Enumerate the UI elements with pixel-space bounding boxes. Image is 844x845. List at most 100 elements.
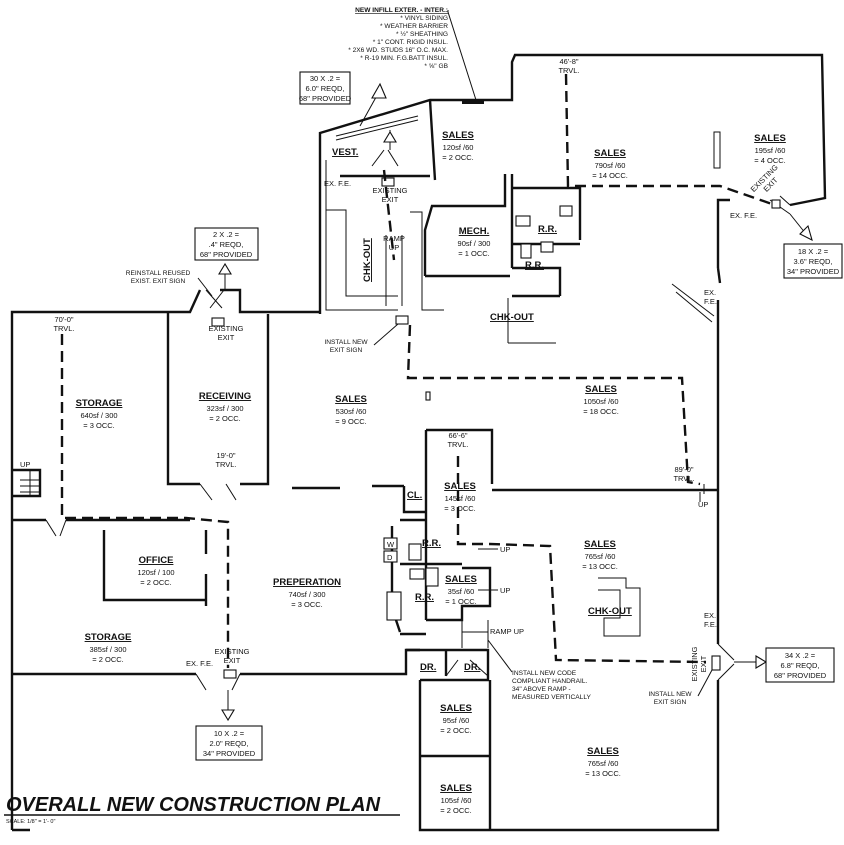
exit-capacity-box: 30 X .2 = 6.0" REQD, 68" PROVIDED: [299, 71, 352, 105]
svg-text:385sf / 300: 385sf / 300: [89, 645, 126, 654]
svg-text:* 1" CONT. RIGID INSUL.: * 1" CONT. RIGID INSUL.: [373, 39, 448, 46]
svg-text:35sf /60: 35sf /60: [448, 587, 475, 596]
room-label: SALES 145sf /60 = 3 OCC.: [444, 481, 476, 513]
svg-text:120sf /60: 120sf /60: [443, 143, 474, 152]
svg-text:EXIT: EXIT: [224, 656, 241, 665]
reinstall-sign-note: REINSTALL REUSED EXIST. EXIT SIGN: [126, 270, 191, 285]
svg-text:RECEIVING: RECEIVING: [199, 391, 251, 402]
svg-text:68" PROVIDED: 68" PROVIDED: [774, 671, 827, 680]
infill-construction-note: NEW INFILL EXTER. - INTER.: * VINYL SIDI…: [348, 7, 448, 70]
svg-text:323sf / 300: 323sf / 300: [206, 404, 243, 413]
svg-text:EX.: EX.: [704, 611, 716, 620]
egress-paths: [60, 73, 773, 668]
dryer-label: D: [387, 553, 393, 562]
svg-text:= 3 OCC.: = 3 OCC.: [83, 421, 114, 430]
room-label: CHK-OUT: [490, 312, 534, 323]
up-label: UP: [500, 545, 510, 554]
svg-text:STORAGE: STORAGE: [85, 632, 132, 643]
svg-text:19'-0": 19'-0": [216, 451, 235, 460]
svg-text:18 X .2 =: 18 X .2 =: [798, 247, 829, 256]
svg-text:10 X .2 =: 10 X .2 =: [214, 729, 245, 738]
svg-text:TRVL.: TRVL.: [673, 474, 694, 483]
svg-text:= 2 OCC.: = 2 OCC.: [140, 578, 171, 587]
room-label: MECH. 90sf / 300 = 1 OCC.: [458, 226, 491, 258]
room-label: CL.: [407, 490, 422, 501]
svg-text:90sf / 300: 90sf / 300: [458, 239, 491, 248]
svg-text:790sf /60: 790sf /60: [595, 161, 626, 170]
svg-text:* ½" SHEATHING: * ½" SHEATHING: [396, 30, 448, 38]
exit-capacity-box: 18 X .2 = 3.6" REQD, 34" PROVIDED: [783, 243, 843, 279]
svg-text:SALES: SALES: [587, 746, 619, 757]
room-label: R.R.: [415, 592, 434, 603]
svg-text:640sf / 300: 640sf / 300: [80, 411, 117, 420]
svg-text:* WEATHER BARRIER: * WEATHER BARRIER: [380, 23, 448, 30]
svg-text:COMPLIANT HANDRAIL.: COMPLIANT HANDRAIL.: [512, 678, 588, 685]
svg-text:EX.: EX.: [704, 288, 716, 297]
svg-text:= 3 OCC.: = 3 OCC.: [444, 504, 475, 513]
svg-text:= 2 OCC.: = 2 OCC.: [92, 655, 123, 664]
room-label: CHK-OUT: [588, 606, 632, 617]
svg-text:2 X .2 =: 2 X .2 =: [213, 230, 240, 239]
svg-text:TRVL.: TRVL.: [53, 324, 74, 333]
svg-text:= 13 OCC.: = 13 OCC.: [585, 769, 621, 778]
room-label: OFFICE 120sf / 100 = 2 OCC.: [137, 555, 174, 587]
exit-capacity-box: 10 X .2 = 2.0" REQD, 34" PROVIDED: [195, 725, 263, 761]
up-label: UP: [698, 500, 708, 509]
travel-label: 19'-0" TRVL.: [215, 451, 236, 469]
svg-text:34" PROVIDED: 34" PROVIDED: [787, 267, 840, 276]
svg-text:30 X .2 =: 30 X .2 =: [310, 74, 341, 83]
existing-exit-label: EXISTING EXIT: [208, 324, 243, 342]
svg-text:89'-0": 89'-0": [674, 465, 693, 474]
travel-distances: 46'-8" TRVL. 70'-0" TRVL. 19'-0" TRVL. 6…: [53, 57, 694, 483]
ramp-label: RAMP UP: [490, 627, 524, 636]
travel-label: 89'-0" TRVL.: [673, 465, 694, 483]
svg-text:SALES: SALES: [594, 148, 626, 159]
svg-text:= 13 OCC.: = 13 OCC.: [582, 562, 618, 571]
svg-text:SALES: SALES: [440, 703, 472, 714]
svg-text:34" PROVIDED: 34" PROVIDED: [203, 749, 256, 758]
exit-capacity-box: 2 X .2 = .4" REQD, 68" PROVIDED: [194, 227, 259, 261]
svg-text:REINSTALL REUSED: REINSTALL REUSED: [126, 270, 191, 277]
fire-extinguisher-label: EX. F.E.: [704, 611, 717, 629]
svg-text:3.6" REQD,: 3.6" REQD,: [794, 257, 833, 266]
svg-text:TRVL.: TRVL.: [215, 460, 236, 469]
new-exit-sign-note: INSTALL NEW EXIT SIGN: [324, 339, 368, 354]
room-label: SALES 530sf /60 = 9 OCC.: [335, 394, 367, 426]
svg-text:95sf /60: 95sf /60: [443, 716, 470, 725]
svg-text:SALES: SALES: [440, 783, 472, 794]
fire-extinguisher-label: EX. F.E.: [186, 659, 213, 668]
svg-text:OFFICE: OFFICE: [139, 555, 174, 566]
drawing-scale: SCALE: 1/8" = 1'- 0": [6, 819, 55, 825]
svg-text:66'-6": 66'-6": [448, 431, 467, 440]
svg-text:145sf /60: 145sf /60: [445, 494, 476, 503]
room-label: SALES 790sf /60 = 14 OCC.: [592, 148, 628, 180]
svg-text:* ⅝" GB: * ⅝" GB: [424, 63, 448, 70]
svg-text:= 3 OCC.: = 3 OCC.: [291, 600, 322, 609]
svg-text:= 18 OCC.: = 18 OCC.: [583, 407, 619, 416]
handrail-note: INSTALL NEW CODE COMPLIANT HANDRAIL. 34"…: [512, 670, 592, 701]
svg-text:* R-19 MIN. F.G.BATT INSUL.: * R-19 MIN. F.G.BATT INSUL.: [360, 55, 448, 62]
room-label: SALES 765sf /60 = 13 OCC.: [582, 539, 618, 571]
svg-text:EXISTING: EXISTING: [214, 647, 249, 656]
room-label: SALES 765sf /60 = 13 OCC.: [585, 746, 621, 778]
svg-text:EXISTING: EXISTING: [372, 186, 407, 195]
svg-text:F.E.: F.E.: [704, 297, 717, 306]
svg-text:= 4 OCC.: = 4 OCC.: [754, 156, 785, 165]
svg-text:765sf /60: 765sf /60: [585, 552, 616, 561]
room-label: SALES 35sf /60 = 1 OCC.: [445, 574, 477, 606]
svg-text:740sf / 300: 740sf / 300: [288, 590, 325, 599]
svg-text:70'-0": 70'-0": [54, 315, 73, 324]
svg-text:EXIT: EXIT: [382, 195, 399, 204]
travel-label: 46'-8" TRVL.: [558, 57, 579, 75]
svg-text:34 X .2 =: 34 X .2 =: [785, 651, 816, 660]
room-label: R.R.: [525, 260, 544, 271]
svg-text:= 2 OCC.: = 2 OCC.: [442, 153, 473, 162]
svg-text:PREPERATION: PREPERATION: [273, 577, 341, 588]
svg-text:46'-8": 46'-8": [559, 57, 578, 66]
room-label: SALES 120sf /60 = 2 OCC.: [442, 130, 474, 162]
svg-text:765sf /60: 765sf /60: [588, 759, 619, 768]
room-label: SALES 195sf /60 = 4 OCC.: [754, 133, 786, 165]
drawing-title: OVERALL NEW CONSTRUCTION PLAN: [6, 794, 381, 816]
room-label: RECEIVING 323sf / 300 = 2 OCC.: [199, 391, 251, 423]
svg-text:= 9 OCC.: = 9 OCC.: [335, 417, 366, 426]
